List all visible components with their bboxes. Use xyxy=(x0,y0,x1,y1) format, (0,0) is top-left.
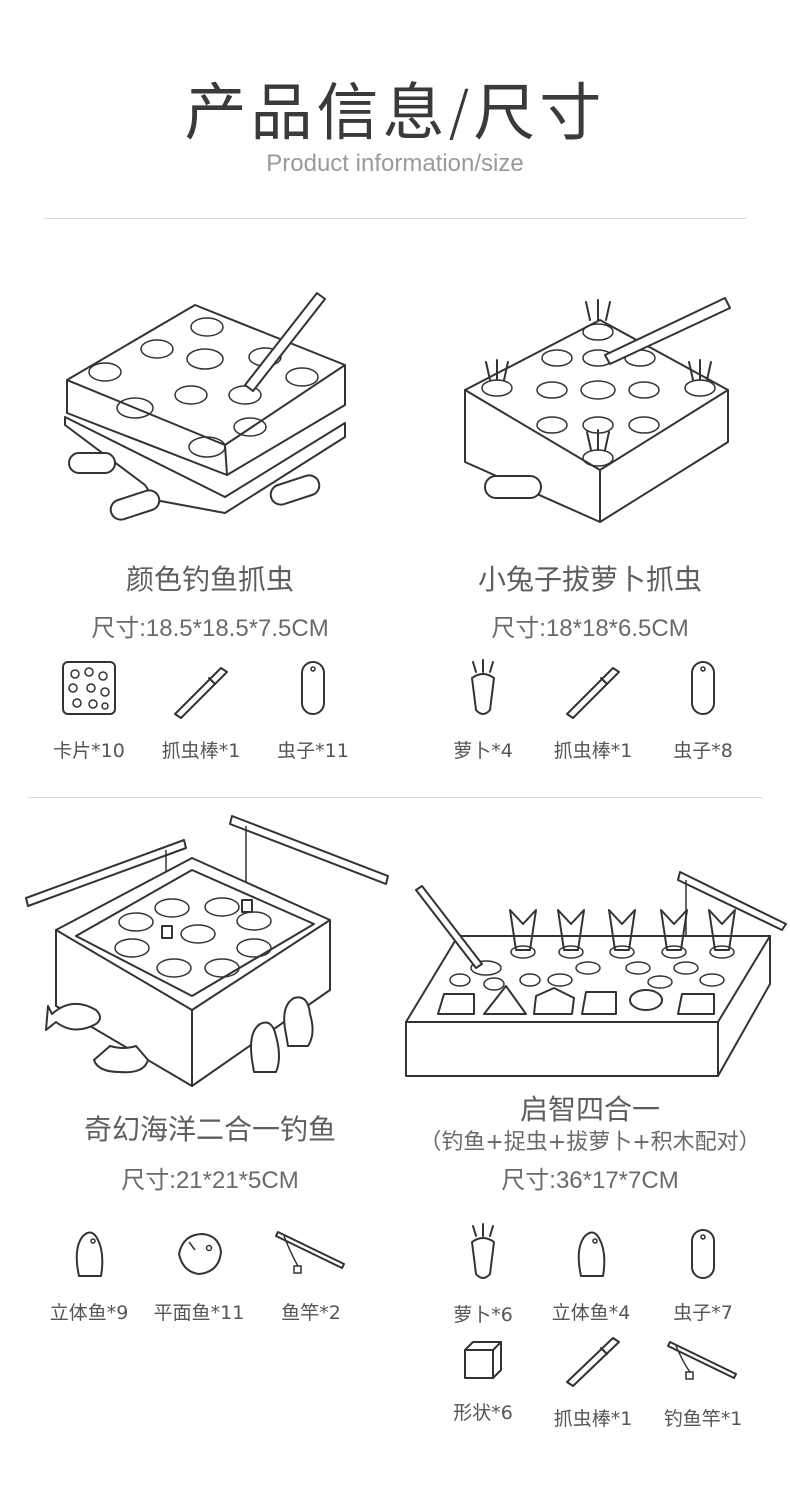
section-divider xyxy=(28,797,762,798)
accessory-item: 立体鱼*4 xyxy=(526,1228,656,1325)
stick-icon xyxy=(566,1337,620,1387)
standing-fish-icon xyxy=(75,1231,104,1277)
accessory-label: 平面鱼*11 xyxy=(153,1302,245,1324)
product-image-4in1 xyxy=(405,871,787,1077)
accessory-item: 虫子*11 xyxy=(248,660,378,763)
accessory-label: 立体鱼*9 xyxy=(49,1302,129,1324)
accessory-item: 平面鱼*11 xyxy=(134,1228,264,1325)
accessory-label: 钓鱼竿*1 xyxy=(663,1408,743,1430)
carrot-icon xyxy=(471,659,495,715)
accessory-item: 鱼竿*2 xyxy=(246,1228,376,1325)
accessory-item: 形状*6 xyxy=(418,1340,548,1425)
carrot-icon xyxy=(471,1223,495,1279)
accessory-label: 鱼竿*2 xyxy=(281,1302,341,1324)
product-size: 尺寸:36*17*7CM xyxy=(501,1167,679,1194)
accessory-item: 卡片*10 xyxy=(24,660,154,763)
flat-fish-icon xyxy=(178,1233,222,1275)
header-divider xyxy=(44,218,746,219)
product-image-color-fishing xyxy=(64,292,346,521)
product-size: 尺寸:18*18*6.5CM xyxy=(491,615,689,642)
accessory-label: 萝卜*6 xyxy=(453,1304,513,1326)
product-name: 奇幻海洋二合一钓鱼 xyxy=(83,1113,336,1146)
accessory-label: 虫子*7 xyxy=(673,1302,733,1324)
accessory-item: 萝卜*6 xyxy=(418,1223,548,1327)
accessory-label: 抓虫棒*1 xyxy=(553,1408,633,1430)
product-size: 尺寸:21*21*5CM xyxy=(121,1167,299,1194)
product-size: 尺寸:18.5*18.5*7.5CM xyxy=(91,615,329,642)
stick-icon xyxy=(174,667,228,719)
accessory-label: 虫子*11 xyxy=(277,740,349,762)
accessory-label: 抓虫棒*1 xyxy=(161,740,241,762)
accessory-item: 萝卜*4 xyxy=(418,659,548,763)
product-subname: （钓鱼+捉虫+拔萝卜+积木配对） xyxy=(419,1130,761,1155)
accessory-label: 形状*6 xyxy=(453,1402,513,1424)
fishing-rod-icon xyxy=(667,1341,737,1380)
accessory-label: 虫子*8 xyxy=(673,740,733,762)
accessory-item: 立体鱼*9 xyxy=(24,1228,154,1325)
accessory-label: 抓虫棒*1 xyxy=(553,740,633,762)
worm-icon xyxy=(691,661,715,715)
accessory-item: 抓虫棒*1 xyxy=(136,660,266,763)
stick-icon xyxy=(566,667,620,719)
card-icon xyxy=(62,661,116,715)
page-title: 产品信息/尺寸 xyxy=(184,76,606,149)
accessory-label: 萝卜*4 xyxy=(453,740,513,762)
accessory-item: 抓虫棒*1 xyxy=(528,1336,658,1431)
product-image-ocean-fishing xyxy=(25,815,389,1087)
worm-icon xyxy=(301,661,325,715)
worm-icon xyxy=(691,1229,715,1279)
product-name: 小兔子拔萝卜抓虫 xyxy=(477,563,702,596)
accessory-item: 钓鱼竿*1 xyxy=(638,1338,768,1431)
accessory-label: 卡片*10 xyxy=(53,740,125,762)
product-image-carrot-pulling xyxy=(464,297,731,523)
accessory-item: 抓虫棒*1 xyxy=(528,660,658,763)
accessory-item: 虫子*7 xyxy=(638,1228,768,1325)
cube-icon xyxy=(464,1341,502,1379)
accessory-item: 虫子*8 xyxy=(638,660,768,763)
product-name: 颜色钓鱼抓虫 xyxy=(125,563,294,596)
product-name: 启智四合一 xyxy=(519,1093,660,1126)
standing-fish-icon xyxy=(577,1231,606,1277)
fishing-rod-icon xyxy=(275,1231,345,1274)
page-subtitle: Product information/size xyxy=(266,150,524,177)
accessory-label: 立体鱼*4 xyxy=(551,1302,631,1324)
